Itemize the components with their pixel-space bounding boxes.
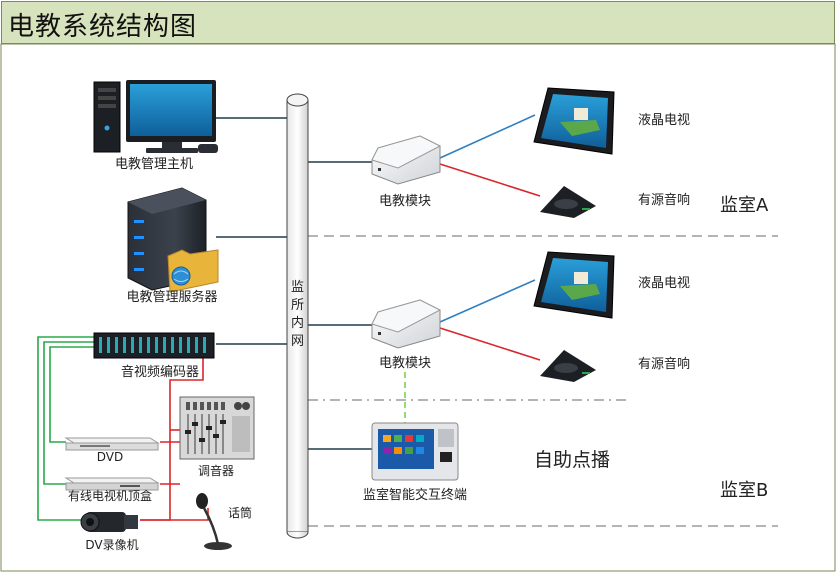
server-label: 电教管理服务器	[126, 289, 217, 305]
dvd-player-icon	[64, 437, 160, 451]
tv-a-label: 液晶电视	[638, 113, 690, 128]
speaker-b-icon	[540, 350, 596, 382]
module-b-label: 电教模块	[379, 355, 431, 371]
backbone-char: 内	[291, 315, 304, 331]
backbone-pipe	[286, 93, 309, 539]
mixer-label: 调音器	[198, 463, 234, 478]
settop-box-icon	[64, 477, 160, 491]
host-label: 电教管理主机	[115, 156, 193, 172]
tv-b-label: 液晶电视	[638, 276, 690, 291]
encoder-label: 音视频编码器	[121, 364, 199, 380]
backbone-label: 监 所 内 网	[291, 280, 304, 349]
encoder-icon	[93, 332, 215, 359]
mic-label: 话筒	[228, 505, 252, 520]
computer-icon	[93, 80, 218, 153]
speaker-b-label: 有源音响	[638, 356, 690, 372]
camcorder-label: DV录像机	[85, 538, 138, 552]
room-b-label: 监室B	[720, 480, 768, 501]
room-links	[404, 114, 541, 424]
vod-label: 自助点播	[534, 449, 610, 471]
backbone-char: 所	[291, 298, 304, 313]
server-icon	[127, 187, 219, 293]
tv-b-icon	[533, 251, 615, 319]
microphone-icon	[196, 493, 232, 550]
module-b-icon	[371, 299, 442, 349]
backbone-char: 监	[291, 280, 304, 295]
tv-a-icon	[533, 87, 615, 155]
diagram-border	[0, 43, 836, 572]
dvd-label: DVD	[97, 450, 123, 464]
speaker-a-icon	[540, 186, 596, 218]
module-a-icon	[371, 135, 442, 185]
terminal-label: 监室智能交互终端	[363, 487, 467, 503]
network-lines	[216, 117, 372, 450]
module-a-label: 电教模块	[379, 193, 431, 209]
mixer-icon	[179, 396, 255, 460]
backbone-char: 网	[291, 334, 304, 349]
red-wiring	[140, 358, 209, 521]
page-title: 电教系统结构图	[8, 12, 198, 42]
title-bar: 电教系统结构图	[1, 1, 835, 44]
camcorder-icon	[80, 512, 138, 532]
green-wiring	[37, 336, 94, 521]
terminal-icon	[371, 422, 459, 481]
room-a-label: 监室A	[720, 195, 769, 216]
speaker-a-label: 有源音响	[638, 192, 690, 208]
settop-label: 有线电视机顶盒	[68, 488, 152, 503]
